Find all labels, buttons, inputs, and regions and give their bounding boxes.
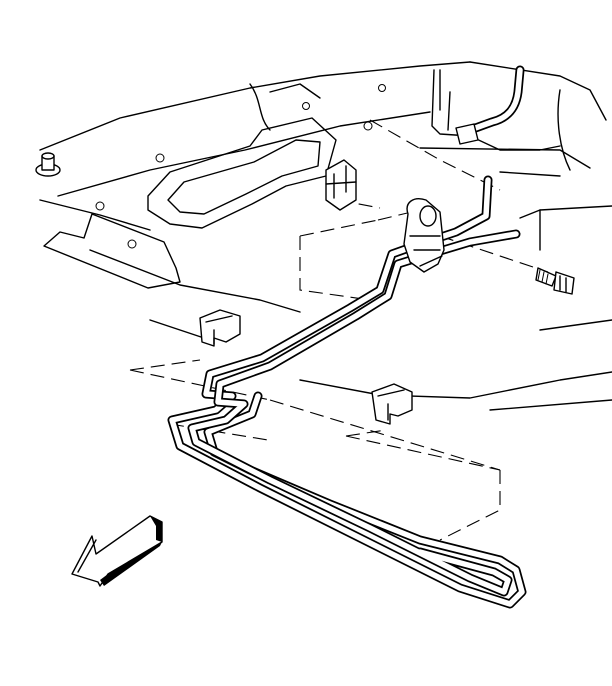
bolt-left: [35, 152, 61, 177]
screw: [535, 267, 575, 295]
mid-clip-center: [371, 383, 413, 425]
pipe-bundle: [167, 175, 527, 609]
hole-5: [378, 84, 386, 92]
pipe-retainer-clip: [403, 198, 445, 273]
hole-2: [155, 153, 165, 163]
hole-4: [302, 102, 310, 110]
hole-1: [95, 201, 105, 211]
floor-panel-plate: [43, 213, 181, 289]
floor-pan-outline: [39, 61, 612, 411]
mid-clip-left: [199, 309, 241, 347]
rear-body-structure: [419, 61, 612, 251]
hole-6: [363, 121, 373, 131]
upper-hose: [455, 65, 525, 145]
leader-lines: [129, 119, 549, 541]
upper-clip: [325, 159, 357, 211]
front-direction-arrow-icon: [71, 515, 163, 587]
hole-3: [127, 239, 137, 249]
